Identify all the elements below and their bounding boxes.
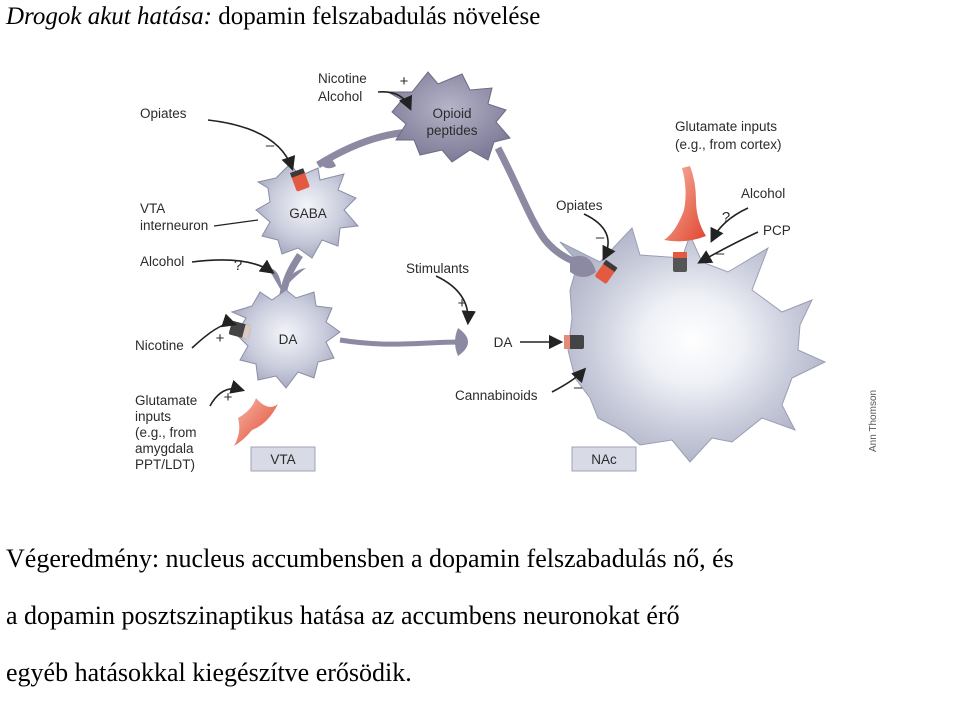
label-alcohol-top: Alcohol	[318, 89, 362, 104]
conclusion-text: Végeredmény: nucleus accumbensben a dopa…	[6, 530, 956, 701]
opiate-receptor-nac	[595, 259, 618, 284]
sign-question-nac: ?	[722, 209, 730, 226]
arrow-pcp-to-nac	[697, 231, 759, 264]
label-alcohol-left: Alcohol	[140, 254, 184, 269]
arrow-alcohol-to-gaba	[191, 259, 275, 274]
label-nac-box: NAc	[591, 452, 617, 467]
da-receptor-nac	[564, 335, 584, 349]
gaba-terminal	[268, 268, 306, 292]
sign-question-gaba: ?	[234, 257, 242, 274]
sign-plus-nicotine: +	[216, 330, 225, 347]
illustrator-credit: Ann Thomson	[868, 390, 879, 452]
sign-plus-glutamate: +	[224, 389, 233, 406]
arrow-nicotine-to-da	[191, 313, 238, 349]
arrow-stimulants-to-da-terminal	[435, 275, 476, 326]
label-gaba: GABA	[289, 206, 327, 221]
label-stimulants: Stimulants	[406, 261, 469, 276]
sign-minus-pcp: –	[716, 245, 725, 262]
title-rest: dopamin felszabadulás növelése	[218, 3, 541, 30]
label-da-axon: DA	[494, 335, 513, 350]
label-nicotine-top: Nicotine	[318, 71, 367, 86]
label-opioid-2: peptides	[426, 123, 477, 138]
label-glut-left-5: PPT/LDT)	[135, 457, 195, 472]
label-da-cell: DA	[279, 332, 298, 347]
da-neuron	[230, 289, 341, 389]
glutamate-terminal-cortex	[664, 166, 706, 242]
conclusion-line-1: Végeredmény: nucleus accumbensben a dopa…	[6, 544, 734, 573]
sign-plus-opioid: +	[400, 73, 409, 90]
conclusion-line-2: a dopamin posztszinaptikus hatása az acc…	[6, 601, 680, 630]
label-glut-top-1: Glutamate inputs	[675, 119, 777, 134]
label-glut-top-2: (e.g., from cortex)	[675, 137, 782, 152]
label-glut-left-4: amygdala	[135, 441, 194, 456]
nac-box	[571, 446, 637, 472]
slide-title: Drogok akut hatása: dopamin felszabadulá…	[6, 2, 540, 32]
glutamate-terminal-vta	[234, 398, 278, 446]
arrow-nicotine-alcohol-to-opioid	[377, 91, 413, 111]
opioid-terminal-gaba	[318, 157, 336, 169]
label-opioid-1: Opioid	[432, 106, 471, 121]
arrow-alcohol-to-nac	[710, 207, 749, 243]
label-nicotine-left: Nicotine	[135, 338, 184, 353]
opioid-terminal-nac	[570, 255, 596, 277]
sign-minus-opiates-nac: –	[596, 229, 605, 246]
nac-neuron	[559, 227, 827, 463]
opiate-receptor-gaba	[290, 168, 310, 192]
arrow-opiates-to-gaba	[207, 119, 296, 172]
glutamate-receptor-nac	[673, 252, 687, 272]
label-glut-left-2: inputs	[135, 409, 171, 424]
label-vta-box: VTA	[270, 452, 295, 467]
arrow-cannabinoids-to-nac	[551, 367, 587, 393]
sign-minus-cannabinoids: –	[574, 379, 583, 396]
label-glut-left-3: (e.g., from	[135, 425, 197, 440]
label-vta-interneuron-2: interneuron	[140, 218, 208, 233]
sign-plus-stimulants: +	[458, 295, 467, 312]
label-pcp: PCP	[763, 223, 791, 238]
arrow-opiates-to-nac	[583, 213, 616, 261]
title-italic: Drogok akut hatása:	[6, 3, 212, 30]
label-cannabinoids: Cannabinoids	[455, 388, 538, 403]
interneuron-pointer	[213, 219, 259, 227]
label-opiates-left: Opiates	[140, 106, 187, 121]
label-alcohol-right: Alcohol	[741, 186, 785, 201]
label-vta-interneuron-1: VTA	[140, 201, 165, 216]
label-glut-left-1: Glutamate	[135, 393, 197, 408]
reward-circuit-diagram: Nicotine Alcohol + Opioid peptides Opiat…	[135, 71, 879, 472]
vta-box	[250, 446, 316, 472]
arrow-glutamate-to-da	[209, 379, 246, 407]
label-opiates-right: Opiates	[556, 198, 603, 213]
conclusion-line-3: egyéb hatásokkal kiegészítve erősödik.	[6, 658, 412, 687]
sign-minus-gaba: –	[266, 137, 275, 154]
opioid-neuron	[386, 71, 511, 163]
da-to-nac-axon	[339, 337, 463, 347]
da-terminal	[455, 328, 468, 356]
